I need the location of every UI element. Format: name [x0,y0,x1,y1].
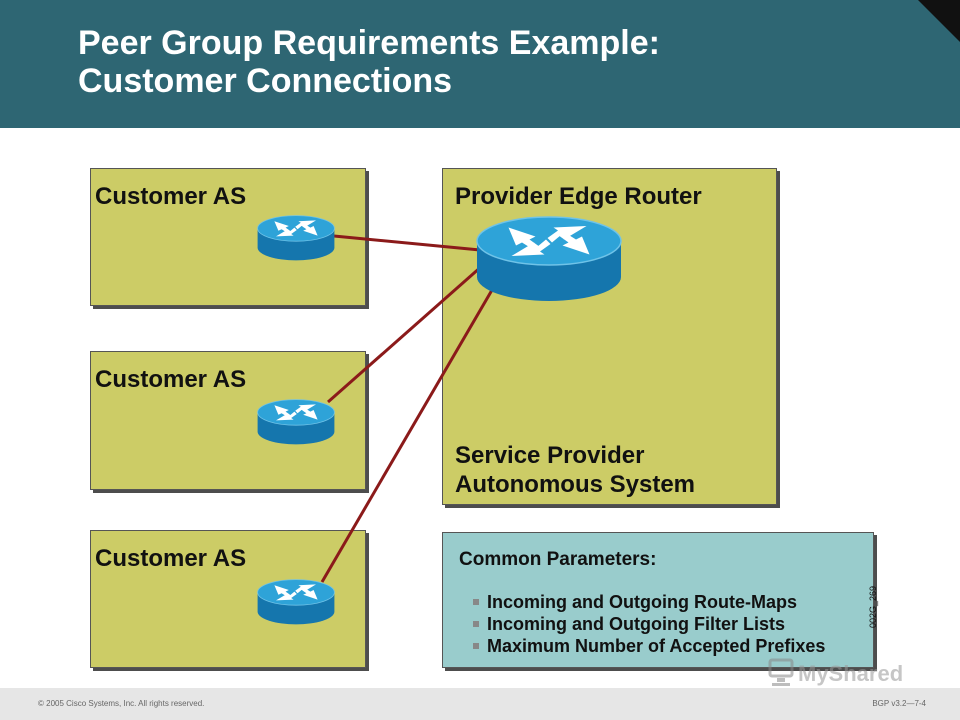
title-line-1: Peer Group Requirements Example: [78,24,660,62]
customer-as-box-1: Customer AS [90,168,366,306]
customer-as-label-1: Customer AS [95,183,247,210]
watermark-text: MyShared [798,661,903,686]
footer-bar: © 2005 Cisco Systems, Inc. All rights re… [0,688,960,720]
copyright-text: © 2005 Cisco Systems, Inc. All rights re… [38,699,205,708]
service-provider-label: Service Provider Autonomous System [455,441,695,499]
service-provider-line-1: Service Provider [455,442,645,469]
title-bar: Peer Group Requirements Example: Custome… [0,0,960,128]
service-provider-line-2: Autonomous System [455,471,696,498]
watermark-logo: MyShared [768,658,903,686]
service-provider-box: Provider Edge Router Service Provider Au… [442,168,777,505]
parameter-item-max-prefixes: Maximum Number of Accepted Prefixes [473,635,825,657]
title-line-2: Customer Connections [78,62,453,100]
common-parameters-box: Common Parameters: Incoming and Outgoing… [442,532,874,668]
customer-as-label-2: Customer AS [95,366,247,393]
common-parameters-title: Common Parameters: [459,549,657,570]
provider-edge-router-label: Provider Edge Router [455,183,702,210]
slide-number: BGP v3.2—7-4 [872,699,926,708]
parameter-item-route-maps: Incoming and Outgoing Route-Maps [473,591,825,613]
figure-code: 002G_269 [868,585,878,628]
common-parameters-list: Incoming and Outgoing Route-Maps Incomin… [473,591,825,657]
customer-as-label-3: Customer AS [95,545,247,572]
parameter-item-filter-lists: Incoming and Outgoing Filter Lists [473,613,825,635]
slide-title: Peer Group Requirements Example: Custome… [78,24,878,100]
customer-as-box-2: Customer AS [90,351,366,490]
customer-as-box-3: Customer AS [90,530,366,668]
corner-triangle [918,0,960,42]
